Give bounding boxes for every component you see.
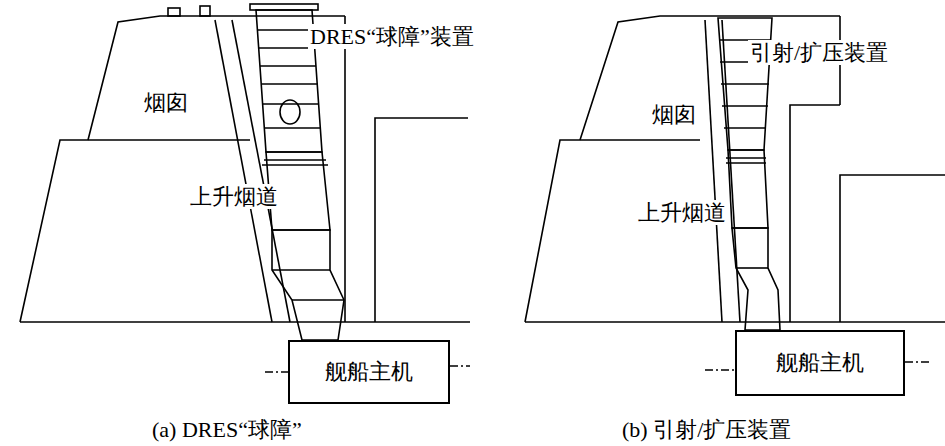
part-label: 烟囱: [650, 102, 698, 127]
part-label: 上升烟道: [636, 200, 728, 225]
engine-box: 舰船主机: [735, 330, 905, 396]
panel-caption: (b) 引射/扩压装置: [620, 417, 793, 442]
part-label: 引射/扩压装置: [748, 40, 890, 65]
left-structure: [20, 6, 470, 322]
node-text: 舰船主机: [776, 350, 864, 375]
left-stack: [250, 4, 344, 340]
part-label: 烟囱: [142, 90, 190, 115]
panel-caption: (a) DRES“球障”: [150, 417, 304, 442]
engine-box: 舰船主机: [288, 340, 450, 404]
part-label: 上升烟道: [188, 184, 280, 209]
right-structure: [525, 16, 945, 322]
part-label: DRES“球障”装置: [308, 24, 476, 49]
node-text: 舰船主机: [325, 359, 413, 384]
